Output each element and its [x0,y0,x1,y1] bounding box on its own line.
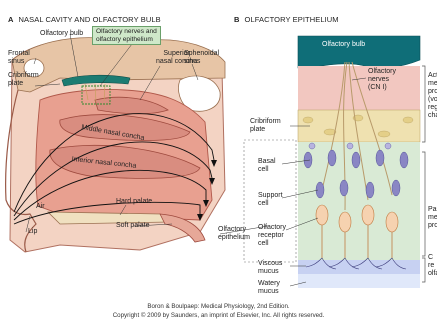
label-cribriform-b: Cribriform plate [250,118,281,134]
label-frontal-sinus-2: sinus [8,58,30,66]
panel-b-title-text: OLFACTORY EPITHELIUM [245,15,339,24]
label-olfactory-nerves-b: Olfactory nerves (CN I) [368,68,396,92]
label-sphenoidal-1: Sphenoidal [184,50,219,58]
side-active-5: chan [428,112,437,120]
side-passive-2: prop [428,222,437,230]
side-active-3: (volt [428,96,437,104]
label-cribriform-b-1: Cribriform [250,118,281,126]
label-support-2: cell [258,200,283,208]
label-olfactory-bulb-a: Olfactory bulb [40,30,83,38]
side-passive-0: Pas [428,206,437,214]
label-nerves-epithelium-1: Olfactory nerves and [96,28,157,36]
cribriform-plate-b [298,110,420,142]
label-cribriform-a-2: plate [8,80,39,88]
label-viscous-2: mucus [258,268,282,276]
panel-b-title: B OLFACTORY EPITHELIUM [234,15,339,24]
label-air: Air [36,203,45,211]
label-cribriform-b-2: plate [250,126,281,134]
label-basal-cell: Basal cell [258,158,276,174]
olfactory-epithelium-illustration [0,0,437,300]
label-sphenoidal-2: sinus [184,58,219,66]
label-soft-palate: Soft palate [116,222,149,230]
side-label-cilia: C re olfa [428,254,437,278]
side-active-0: Acti [428,72,437,80]
side-cilia-2: olfa [428,270,437,278]
panel-a-title: A NASAL CAVITY AND OLFACTORY BULB [8,15,161,24]
label-olf-epithelium-a-2: epithelium [218,234,250,242]
label-olf-nerves-1: Olfactory [368,68,396,76]
label-cribriform-a-1: Cribriform [8,72,39,80]
label-viscous-1: Viscous [258,260,282,268]
panel-a-title-text: NASAL CAVITY AND OLFACTORY BULB [19,15,161,24]
label-support-1: Support [258,192,283,200]
panel-a-letter: A [8,15,14,24]
side-passive-1: mem [428,214,437,222]
label-basal-1: Basal [258,158,276,166]
credit-line-1: Boron & Boulpaep: Medical Physiology, 2n… [0,302,437,311]
label-frontal-sinus: Frontal sinus [8,50,30,66]
panel-b-letter: B [234,15,240,24]
viscous-mucus-layer [298,260,420,274]
label-olf-nerves-2: nerves [368,76,396,84]
side-label-active: Acti mem prop (volt regu chan [428,72,437,120]
label-support-cell: Support cell [258,192,283,208]
label-receptor-2: receptor [258,232,286,240]
label-watery-1: Watery [258,280,280,288]
watery-mucus-layer [298,274,420,288]
credit-line-2: Copyright © 2009 by Saunders, an imprint… [0,311,437,320]
lamina-propria [298,66,420,110]
side-brackets [422,66,425,282]
label-frontal-sinus-1: Frontal [8,50,30,58]
label-lip: Lip [28,228,37,236]
label-olf-nerves-3: (CN I) [368,84,396,92]
side-active-2: prop [428,88,437,96]
side-active-4: regu [428,104,437,112]
label-nerves-epithelium-2: olfactory epithelium [96,36,157,44]
label-olf-epithelium-a-1: Olfactory [218,226,250,234]
side-active-1: mem [428,80,437,88]
label-watery-2: mucus [258,288,280,296]
label-viscous-mucus: Viscous mucus [258,260,282,276]
side-cilia-0: C [428,254,437,262]
label-olfactory-bulb-b: Olfactory bulb [322,41,365,49]
label-basal-2: cell [258,166,276,174]
label-cribriform-a: Cribriform plate [8,72,39,88]
label-hard-palate: Hard palate [116,198,152,206]
label-receptor-1: Olfactory [258,224,286,232]
label-sphenoidal-sinus: Sphenoidal sinus [184,50,219,66]
label-nerves-epithelium-box: Olfactory nerves and olfactory epitheliu… [92,26,161,45]
label-olfactory-epithelium-a: Olfactory epithelium [218,226,250,242]
side-cilia-1: re [428,262,437,270]
copyright-credit: Boron & Boulpaep: Medical Physiology, 2n… [0,302,437,320]
label-receptor-cell: Olfactory receptor cell [258,224,286,248]
label-receptor-3: cell [258,240,286,248]
side-label-passive: Pas mem prop [428,206,437,230]
label-watery-mucus: Watery mucus [258,280,280,296]
